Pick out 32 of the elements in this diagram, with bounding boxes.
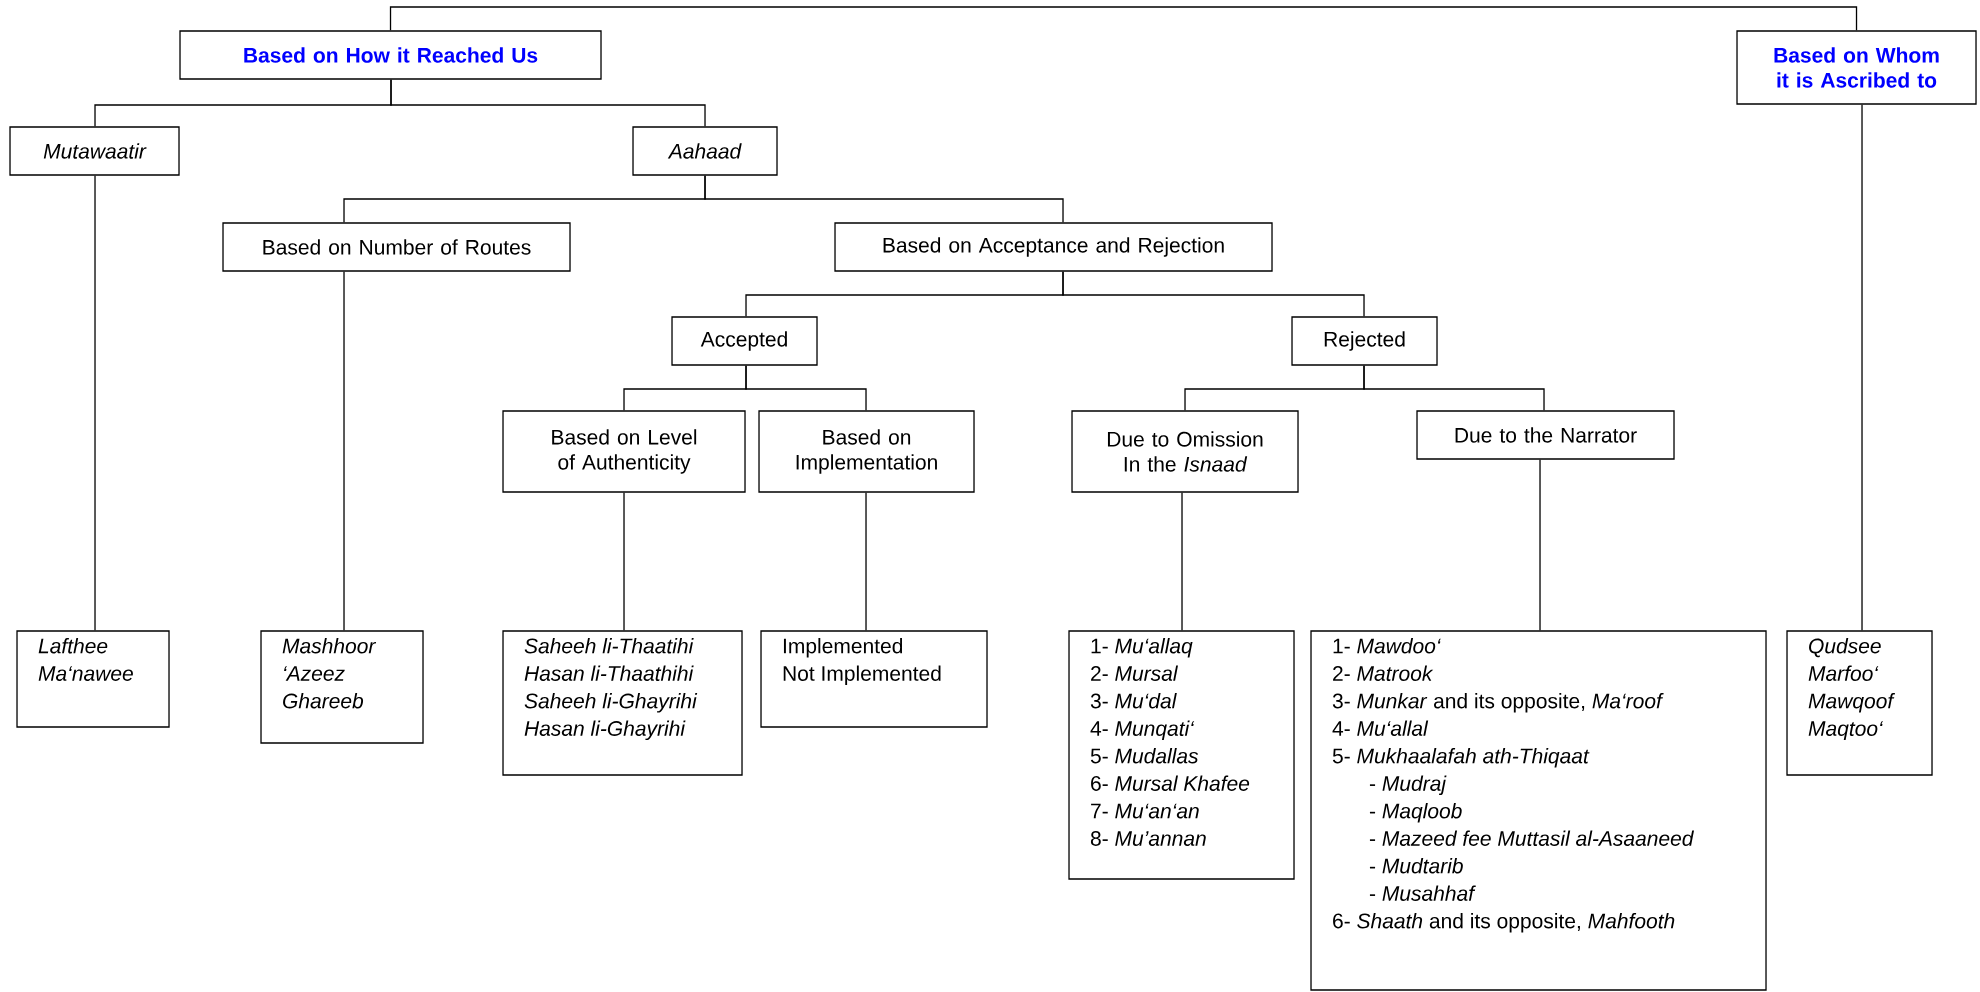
category-box: Due to the Narrator: [1416, 410, 1675, 460]
list-box: Saheeh li-Thaatihi Hasan li-Thaathihi Saheeh li-Ghayrihi Hasan li-Ghayrihi: [502, 630, 743, 776]
connector-line: [704, 175, 1064, 223]
category-box: Based on Level of Authenticity: [502, 410, 746, 493]
connector-line: [390, 79, 706, 127]
connector-line: [1861, 104, 1863, 631]
connector-line: [1539, 459, 1541, 631]
connector-line: [1062, 271, 1365, 317]
connector-line: [623, 492, 625, 631]
category-box: Based on Implementation: [758, 410, 975, 493]
connector-line: [343, 271, 345, 631]
category-box: Rejected: [1291, 316, 1438, 366]
connector-line: [1363, 365, 1545, 411]
list-box: Implemented Not Implemented: [760, 630, 988, 728]
category-box: Based on Whom it is Ascribed to: [1736, 30, 1977, 105]
connector-line: [94, 175, 96, 631]
category-box: Due to Omission In the Isnaad: [1071, 410, 1299, 493]
list-box: 1- Mu‘allaq 2- Mursal 3- Mu‘dal 4- Munqati‘ 5- Mudallas 6- Mursal Khafee 7- Mu‘an‘an 8- Mu’annan: [1068, 630, 1295, 880]
category-box: Based on How it Reached Us: [179, 30, 602, 80]
category-box: Based on Number of Routes: [222, 222, 571, 272]
connector-line: [745, 365, 867, 411]
category-box: Aahaad: [632, 126, 778, 176]
list-box: Mashhoor ‘Azeez Ghareeb: [260, 630, 424, 744]
category-box: Mutawaatir: [9, 126, 180, 176]
list-box: Lafthee Ma‘nawee: [16, 630, 170, 728]
list-box: Qudsee Marfoo‘ Mawqoof Maqtoo‘: [1786, 630, 1933, 776]
connector-line: [865, 492, 867, 631]
category-box: Accepted: [671, 316, 818, 366]
category-box: Based on Acceptance and Rejection: [834, 222, 1273, 272]
list-box: 1- Mawdoo‘ 2- Matrook 3- Munkar and its opposite, Ma‘roof 4- Mu‘allal 5- Mukhaalafah ath-Thiqaat - Mudraj - Maqloob - Mazeed fee Muttasil al-Asaaneed - Mudtarib - Musahhaf 6- Shaath and its opposite, Mahfooth: [1310, 630, 1767, 991]
connector-line: [389, 6, 1858, 31]
connector-line: [1181, 492, 1183, 631]
